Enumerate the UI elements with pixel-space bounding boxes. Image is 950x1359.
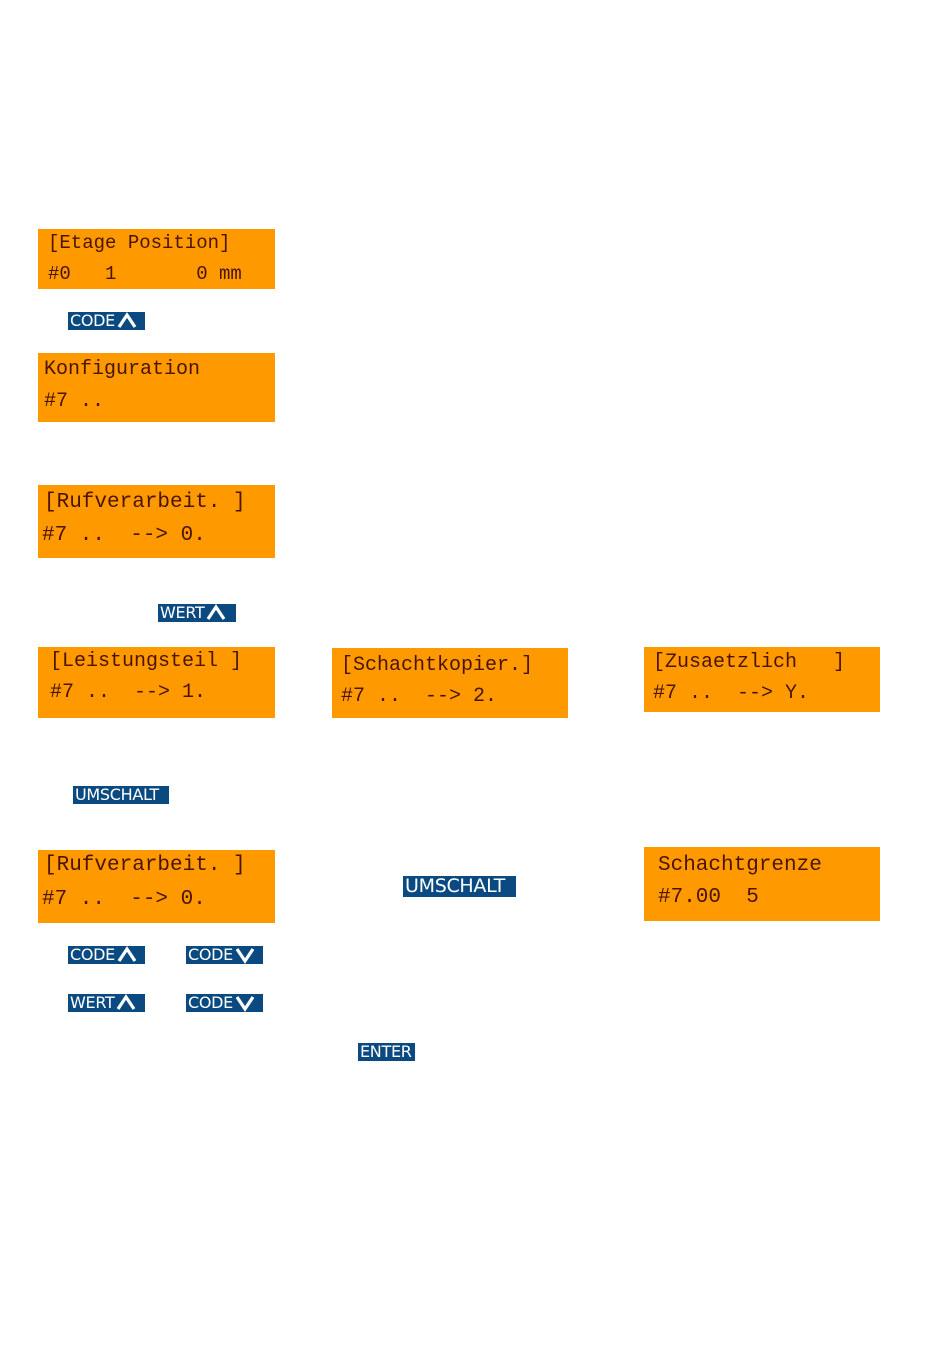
chevron-up-icon <box>117 946 137 964</box>
lcd-rufverarbeit-2: [Rufverarbeit. ] #7 .. --> 0. <box>38 850 275 923</box>
lcd-etage-position: [Etage Position] #0 1 0 mm <box>38 229 275 289</box>
key-label: CODE <box>188 993 233 1012</box>
lcd-line-2: #7 .. --> 1. <box>50 683 206 703</box>
lcd-line-1: [Etage Position] <box>48 234 230 253</box>
lcd-schachtkopier: [Schachtkopier.] #7 .. --> 2. <box>332 648 568 718</box>
chevron-down-icon <box>235 994 255 1012</box>
lcd-line-2: #7 .. --> 0. <box>42 889 206 910</box>
lcd-schachtgrenze: Schachtgrenze #7.00 5 <box>644 847 880 921</box>
lcd-zusaetzlich: [Zusaetzlich ] #7 .. --> Y. <box>644 647 880 712</box>
key-label: ENTER <box>360 1042 412 1061</box>
chevron-down-icon <box>235 946 255 964</box>
lcd-line-1: [Leistungsteil ] <box>50 652 242 672</box>
lcd-line-1: [Rufverarbeit. ] <box>44 492 246 513</box>
lcd-line-2: #7 .. --> 2. <box>341 687 497 707</box>
lcd-line-1: Schachtgrenze <box>658 855 822 876</box>
lcd-line-2: #0 1 0 mm <box>48 265 242 284</box>
key-label: CODE <box>70 311 115 330</box>
lcd-line-1: [Zusaetzlich ] <box>653 653 845 673</box>
code-up-key[interactable]: CODE <box>68 946 145 964</box>
key-label: UMSCHALT <box>405 875 505 897</box>
lcd-leistungsteil: [Leistungsteil ] #7 .. --> 1. <box>38 647 275 718</box>
key-label: WERT <box>160 603 204 622</box>
lcd-rufverarbeit-1: [Rufverarbeit. ] #7 .. --> 0. <box>38 485 275 558</box>
lcd-konfiguration: Konfiguration #7 .. <box>38 353 275 422</box>
umschalt-key-large[interactable]: UMSCHALT <box>403 876 516 897</box>
wert-up-key[interactable]: WERT <box>158 604 236 622</box>
chevron-up-icon <box>117 312 137 330</box>
chevron-up-icon <box>206 604 226 622</box>
umschalt-key[interactable]: UMSCHALT <box>73 786 169 804</box>
enter-key[interactable]: ENTER <box>358 1043 415 1061</box>
key-label: UMSCHALT <box>75 785 159 804</box>
lcd-line-1: [Rufverarbeit. ] <box>44 855 246 876</box>
key-label: CODE <box>70 945 115 964</box>
lcd-line-1: [Schachtkopier.] <box>341 656 533 676</box>
key-label: CODE <box>188 945 233 964</box>
lcd-line-2: #7 .. --> Y. <box>653 684 809 704</box>
lcd-line-1: Konfiguration <box>44 360 200 380</box>
wert-up-key[interactable]: WERT <box>68 994 145 1012</box>
lcd-line-2: #7.00 5 <box>658 887 759 908</box>
lcd-line-2: #7 .. <box>44 392 104 412</box>
code-up-key[interactable]: CODE <box>68 312 145 330</box>
key-label: WERT <box>70 993 114 1012</box>
chevron-up-icon <box>116 994 136 1012</box>
code-down-key[interactable]: CODE <box>186 994 263 1012</box>
lcd-line-2: #7 .. --> 0. <box>42 525 206 546</box>
code-down-key[interactable]: CODE <box>186 946 263 964</box>
